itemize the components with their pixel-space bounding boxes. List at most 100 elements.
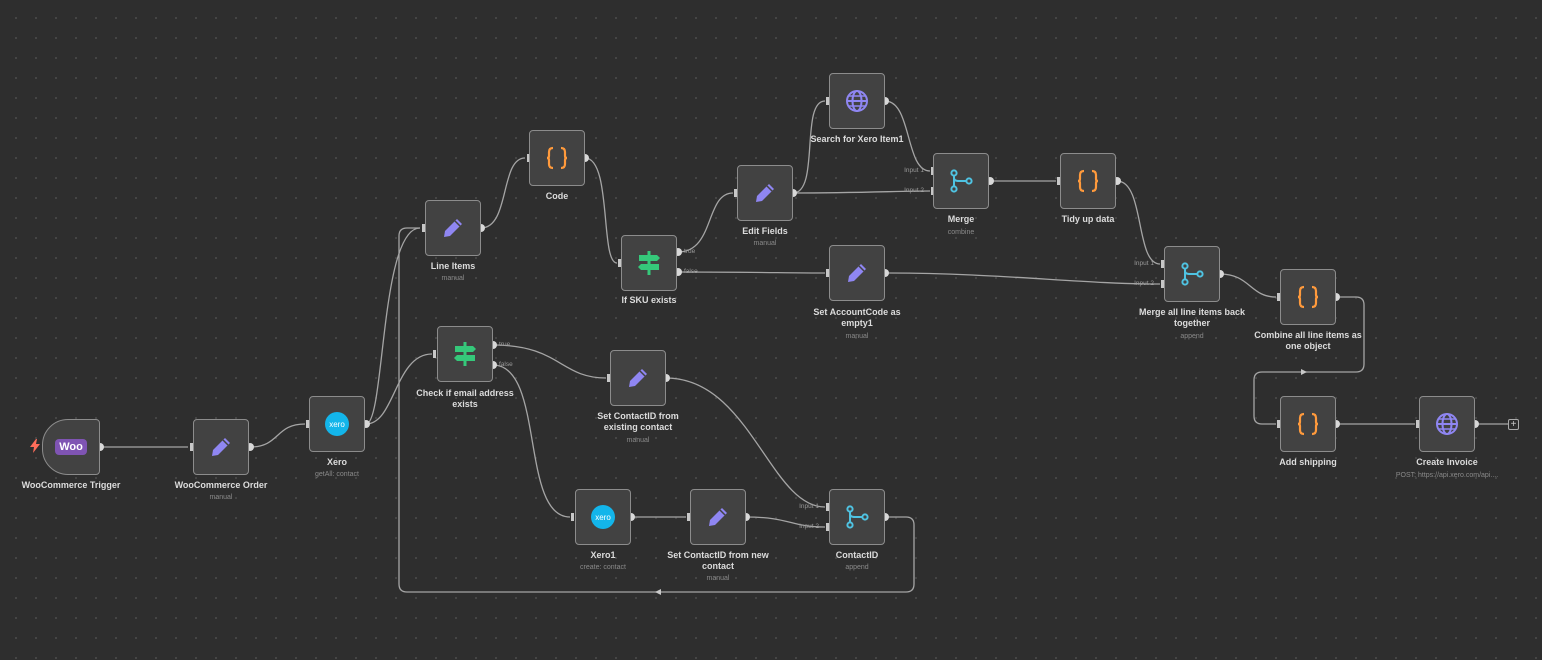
wire-arrowheads <box>655 369 1307 595</box>
add-node-button[interactable]: + <box>1508 419 1519 430</box>
node-label: Code <box>545 191 569 201</box>
signpost-icon <box>454 342 476 366</box>
port-label-input1: Input 1 <box>904 167 924 174</box>
node-label: Add shipping <box>1279 457 1337 467</box>
pencil-icon <box>709 508 727 526</box>
wire-setcontact-to-contactid <box>665 377 826 508</box>
node-check-email[interactable] <box>437 326 493 382</box>
input-ports <box>190 97 1419 531</box>
port-label-input2: Input 2 <box>904 187 924 194</box>
connection-wires <box>100 100 1508 593</box>
port-label-input2: Input 2 <box>1134 280 1154 287</box>
wire-searchxero-to-merge <box>884 100 931 172</box>
port-label-false: false <box>499 361 513 368</box>
node-label: ContactID <box>835 550 879 560</box>
node-add-shipping[interactable] <box>1280 396 1336 452</box>
node-xero1[interactable]: xero <box>575 489 631 545</box>
node-label: Set AccountCode as empty1 <box>813 307 901 328</box>
code-braces-icon <box>1297 412 1319 436</box>
node-merge[interactable] <box>933 153 989 209</box>
pencil-icon <box>756 184 774 202</box>
node-subtitle: append <box>845 564 869 571</box>
wire-setnew-to-contactid <box>745 516 826 528</box>
node-combine-line-items[interactable] <box>1280 269 1336 325</box>
pencil-icon <box>212 438 230 456</box>
node-subtitle: POST: https://api.xero.com/api.... <box>1395 472 1499 479</box>
node-label: Search for Xero Item1 <box>810 134 904 144</box>
node-search-xero-item[interactable] <box>829 73 885 129</box>
node-tidy-up-data[interactable] <box>1060 153 1116 209</box>
signpost-icon <box>638 251 660 275</box>
code-braces-icon <box>1297 285 1319 309</box>
node-subtitle: manual <box>441 275 465 282</box>
wire-checkemail-false-to-xero1 <box>492 364 571 518</box>
merge-icon <box>846 505 869 529</box>
node-label: Merge all line items back together <box>1138 307 1246 328</box>
node-create-invoice[interactable] <box>1419 396 1475 452</box>
node-label: Set ContactID from new contact <box>667 550 769 571</box>
node-xero[interactable]: xero <box>309 396 365 452</box>
woocommerce-icon: Woo <box>55 439 87 455</box>
node-label: Check if email address exists <box>416 388 514 409</box>
wire-editfields-to-searchxero <box>792 100 826 194</box>
wire-editfields-to-merge <box>792 190 931 194</box>
node-label: Xero <box>326 457 347 467</box>
node-subtitle: getAll: contact <box>315 471 359 478</box>
node-label: WooCommerce Order <box>174 480 268 490</box>
wire-order-to-xero <box>249 423 306 448</box>
pencil-icon <box>444 219 462 237</box>
wire-code-to-ifsku <box>584 157 618 264</box>
xero-icon: xero <box>591 505 615 529</box>
node-label: Combine all line items as one object <box>1254 330 1362 351</box>
wire-mergeall-to-combine <box>1219 273 1277 298</box>
node-set-contactid-new[interactable] <box>690 489 746 545</box>
wire-ifsku-true-to-editfields <box>677 192 734 253</box>
node-if-sku-exists[interactable] <box>621 235 677 291</box>
node-contactid-merge[interactable] <box>829 489 885 545</box>
port-label-input1: Input 1 <box>1134 260 1154 267</box>
node-label: Xero1 <box>590 550 616 560</box>
merge-icon <box>950 169 973 193</box>
node-label: Line Items <box>430 261 476 271</box>
xero-logo-text: xero <box>595 513 611 522</box>
globe-icon <box>846 90 868 112</box>
node-subtitle: manual <box>209 494 233 501</box>
node-subtitle: manual <box>706 575 730 582</box>
node-subtitle: create: contact <box>580 564 626 571</box>
node-label: Set ContactID from existing contact <box>597 411 679 432</box>
wire-tidy-to-mergeall <box>1116 180 1161 265</box>
wire-checkemail-true-to-setcontact <box>492 344 607 379</box>
pencil-icon <box>629 369 647 387</box>
node-code[interactable] <box>529 130 585 186</box>
wire-xero-to-lineitems <box>365 227 421 425</box>
node-label: Edit Fields <box>742 226 788 236</box>
node-label: WooCommerce Trigger <box>21 480 121 490</box>
pencil-icon <box>848 264 866 282</box>
merge-icon <box>1181 262 1204 286</box>
trigger-bolt-icon <box>30 439 40 453</box>
node-edit-fields[interactable] <box>737 165 793 221</box>
node-subtitle: manual <box>753 240 777 247</box>
node-set-accountcode[interactable] <box>829 245 885 301</box>
node-label: Tidy up data <box>1061 214 1115 224</box>
node-subtitle: combine <box>947 229 975 236</box>
node-line-items[interactable] <box>425 200 481 256</box>
node-woocommerce-trigger[interactable]: Woo <box>42 419 100 475</box>
port-label-false: false <box>684 268 698 275</box>
node-woocommerce-order[interactable] <box>193 419 249 475</box>
node-subtitle: manual <box>845 333 869 340</box>
node-merge-all-line-items[interactable] <box>1164 246 1220 302</box>
node-subtitle: append <box>1180 333 1204 340</box>
port-label-input2: Input 2 <box>799 523 819 530</box>
code-braces-icon <box>546 146 568 170</box>
wire-ifsku-false-to-setacct <box>677 271 826 274</box>
xero-icon: xero <box>325 412 349 436</box>
wire-lineitems-to-code <box>480 157 526 229</box>
node-subtitle: manual <box>626 437 650 444</box>
node-label: Merge <box>947 214 975 224</box>
node-label: Create Invoice <box>1416 457 1478 467</box>
port-label-true: true <box>684 248 696 255</box>
wire-xero-to-checkemail <box>365 353 433 425</box>
node-set-contactid-existing[interactable] <box>610 350 666 406</box>
node-label: If SKU exists <box>621 295 677 305</box>
